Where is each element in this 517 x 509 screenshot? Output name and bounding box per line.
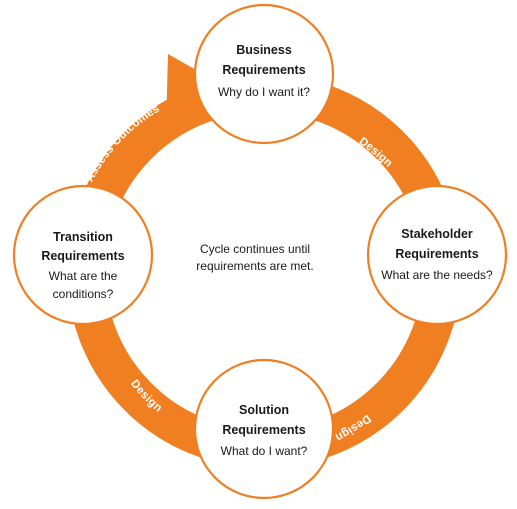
node-solution-title-line2: Requirements (222, 423, 305, 437)
node-stakeholder-title-line2: Requirements (395, 247, 478, 261)
node-stakeholder-question: What are the needs? (381, 268, 493, 282)
center-caption-line2: requirements are met. (196, 259, 313, 273)
node-stakeholder-title-line1: Stakeholder (401, 227, 473, 241)
node-solution-circle (193, 358, 335, 500)
node-transition-question-line1: What are the (49, 269, 118, 283)
node-solution-title-line1: Solution (239, 403, 289, 417)
node-solution-question: What do I want? (221, 444, 308, 458)
node-business-requirements: Business Requirements Why do I want it? (193, 3, 335, 145)
node-transition-circle (12, 184, 154, 326)
node-stakeholder-requirements: Stakeholder Requirements What are the ne… (366, 184, 508, 326)
node-business-title-line2: Requirements (222, 63, 305, 77)
node-transition-title-line2: Requirements (41, 249, 124, 263)
node-transition-requirements: Transition Requirements What are the con… (12, 184, 154, 326)
node-business-circle (193, 3, 335, 145)
center-caption: Cycle continues until requirements are m… (196, 242, 313, 273)
node-transition-question-line2: conditions? (53, 287, 114, 301)
node-stakeholder-circle (366, 184, 508, 326)
node-business-title-line1: Business (236, 43, 292, 57)
node-solution-requirements: Solution Requirements What do I want? (193, 358, 335, 500)
center-caption-line1: Cycle continues until (200, 242, 310, 256)
node-business-question: Why do I want it? (218, 85, 310, 99)
node-transition-title-line1: Transition (53, 230, 113, 244)
